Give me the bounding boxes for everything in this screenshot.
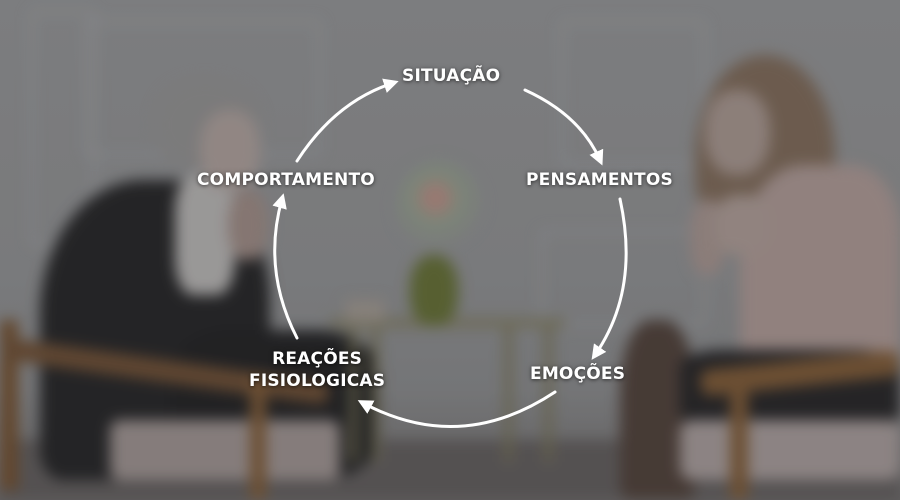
node-emocoes: EMOÇÕES: [530, 363, 625, 385]
node-label-line-2: FISIOLOGICAS: [249, 371, 386, 391]
node-label: SITUAÇÃO: [402, 66, 501, 86]
node-reacoes-fisiologicas: REAÇÕES FISIOLOGICAS: [249, 348, 385, 392]
right-person-face: [705, 90, 770, 175]
node-comportamento: COMPORTAMENTO: [197, 169, 375, 191]
side-table: [330, 318, 565, 328]
node-label: EMOÇÕES: [530, 364, 626, 384]
chair-seat: [680, 420, 900, 480]
left-person-face: [200, 110, 260, 190]
right-person-hand: [715, 195, 770, 255]
chair-leg: [730, 385, 748, 500]
chair-leg: [250, 375, 266, 500]
chair-seat: [110, 420, 340, 480]
node-situacao: SITUAÇÃO: [402, 65, 500, 87]
node-label: COMPORTAMENTO: [197, 170, 375, 190]
left-person-hand: [228, 190, 268, 260]
node-pensamentos: PENSAMENTOS: [526, 169, 673, 191]
table-leg: [350, 322, 357, 462]
flowers: [395, 160, 485, 255]
left-person-collar: [175, 175, 235, 295]
cup: [345, 300, 385, 322]
node-label-line-1: REAÇÕES: [272, 349, 363, 369]
node-label: PENSAMENTOS: [526, 170, 673, 190]
vase: [410, 255, 458, 325]
chair-leg: [0, 320, 18, 490]
